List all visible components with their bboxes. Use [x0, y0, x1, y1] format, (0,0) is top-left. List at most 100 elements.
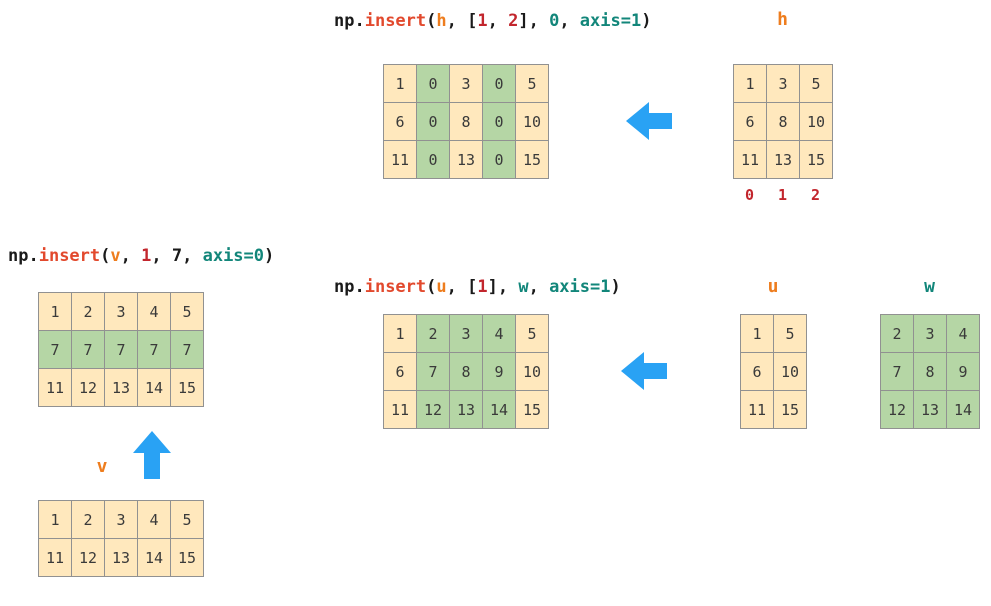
- code-segment: 1: [141, 246, 152, 266]
- code-segment: ,: [120, 246, 142, 266]
- matrix-cell: 15: [800, 141, 833, 179]
- matrix-cell: 14: [947, 391, 980, 429]
- matrix-cell: 2: [72, 293, 105, 331]
- code-segment: ): [610, 277, 621, 297]
- example-u: np.insert(u, [1], w, axis=1): [334, 277, 621, 297]
- matrix-cell: 10: [800, 103, 833, 141]
- matrix-cell: 0: [483, 65, 516, 103]
- code-segment: 7: [171, 246, 183, 266]
- matrix-cell: 6: [384, 103, 417, 141]
- matrix-cell: 4: [947, 315, 980, 353]
- code-segment: 1: [477, 277, 488, 297]
- matrix-cell: 7: [171, 331, 204, 369]
- matrix-cell: 12: [417, 391, 450, 429]
- matrix-cell: 8: [914, 353, 947, 391]
- matrix-cell: 13: [105, 369, 138, 407]
- matrix-cell: 5: [516, 315, 549, 353]
- matrix-cell: 11: [384, 391, 417, 429]
- matrix-cell: 13: [105, 539, 138, 577]
- matrix-cell: 1: [39, 501, 72, 539]
- matrix-cell: 14: [138, 539, 171, 577]
- matrix-cell: 15: [516, 141, 549, 179]
- matrix-cell: 7: [881, 353, 914, 391]
- matrix-cell: 0: [417, 141, 450, 179]
- index-label-0: 0: [744, 186, 755, 204]
- code-segment: w: [518, 277, 529, 297]
- matrix-cell: 15: [516, 391, 549, 429]
- code-segment: v: [110, 246, 121, 266]
- matrix-cell: 12: [72, 369, 105, 407]
- code-segment: ,: [182, 246, 203, 266]
- code-segment: u: [436, 277, 447, 297]
- matrix-cell: 1: [741, 315, 774, 353]
- matrix-cell: 5: [800, 65, 833, 103]
- matrix-cell: 0: [483, 103, 516, 141]
- code-segment: np.: [334, 277, 365, 297]
- matrix-cell: 3: [450, 315, 483, 353]
- matrix-cell: 1: [384, 315, 417, 353]
- code-segment: ,: [487, 11, 509, 31]
- matrix-cell: 8: [767, 103, 800, 141]
- code-segment: , [: [446, 11, 478, 31]
- matrix-cell: 6: [734, 103, 767, 141]
- example-h: np.insert(h, [1, 2], 0, axis=1): [334, 11, 651, 31]
- matrix-label-u: u: [767, 276, 779, 297]
- matrix-cell: 3: [450, 65, 483, 103]
- matrix-cell: 11: [734, 141, 767, 179]
- matrix-cell: 11: [39, 369, 72, 407]
- matrix-cell: 1: [384, 65, 417, 103]
- code-line-insert-u: np.insert(u, [1], w, axis=1): [334, 277, 621, 297]
- matrix-label-v: v: [96, 456, 108, 477]
- matrix-cell: 8: [450, 103, 483, 141]
- matrix-cell: 5: [171, 501, 204, 539]
- code-segment: insert: [364, 277, 427, 297]
- matrix-cell: 7: [417, 353, 450, 391]
- code-segment: h: [436, 11, 447, 31]
- matrix-cell: 3: [914, 315, 947, 353]
- code-segment: insert: [38, 246, 101, 266]
- matrix-cell: 4: [483, 315, 516, 353]
- code-segment: ,: [559, 11, 580, 31]
- matrix-cell: 0: [417, 65, 450, 103]
- matrix-cell: 5: [774, 315, 807, 353]
- matrix-cell: 15: [171, 539, 204, 577]
- matrix-cell: 14: [138, 369, 171, 407]
- code-line-insert-h: np.insert(h, [1, 2], 0, axis=1): [334, 11, 651, 31]
- code-segment: ,: [528, 277, 550, 297]
- code-segment: axis=1: [579, 11, 642, 31]
- matrix-cell: 6: [384, 353, 417, 391]
- matrix-cell: 1: [734, 65, 767, 103]
- matrix-cell: 8: [450, 353, 483, 391]
- matrix-cell: 10: [516, 103, 549, 141]
- matrix-cell: 6: [741, 353, 774, 391]
- matrix-cell: 7: [105, 331, 138, 369]
- code-segment: insert: [364, 11, 427, 31]
- matrix-cell: 10: [516, 353, 549, 391]
- column-index-labels: 0 1 2: [733, 186, 832, 204]
- matrix-cell: 9: [947, 353, 980, 391]
- code-line-insert-v: np.insert(v, 1, 7, axis=0): [8, 246, 274, 266]
- code-segment: ],: [518, 11, 550, 31]
- matrix-cell: 11: [741, 391, 774, 429]
- matrix-cell: 15: [774, 391, 807, 429]
- matrix-cell: 0: [483, 141, 516, 179]
- matrix-cell: 2: [417, 315, 450, 353]
- matrix-cell: 7: [138, 331, 171, 369]
- matrix-cell: 4: [138, 501, 171, 539]
- matrix-cell: 5: [516, 65, 549, 103]
- arrow-up-icon: [133, 431, 171, 479]
- code-segment: np.: [334, 11, 365, 31]
- matrix-cell: 3: [105, 293, 138, 331]
- code-segment: np.: [8, 246, 39, 266]
- matrix-cell: 13: [450, 141, 483, 179]
- code-segment: 1: [477, 11, 488, 31]
- example-v: np.insert(v, 1, 7, axis=0): [8, 246, 274, 266]
- code-segment: ],: [487, 277, 519, 297]
- matrix-cell: 4: [138, 293, 171, 331]
- matrix-cell: 13: [767, 141, 800, 179]
- matrix-label-w: w: [924, 276, 935, 297]
- code-segment: (: [426, 11, 437, 31]
